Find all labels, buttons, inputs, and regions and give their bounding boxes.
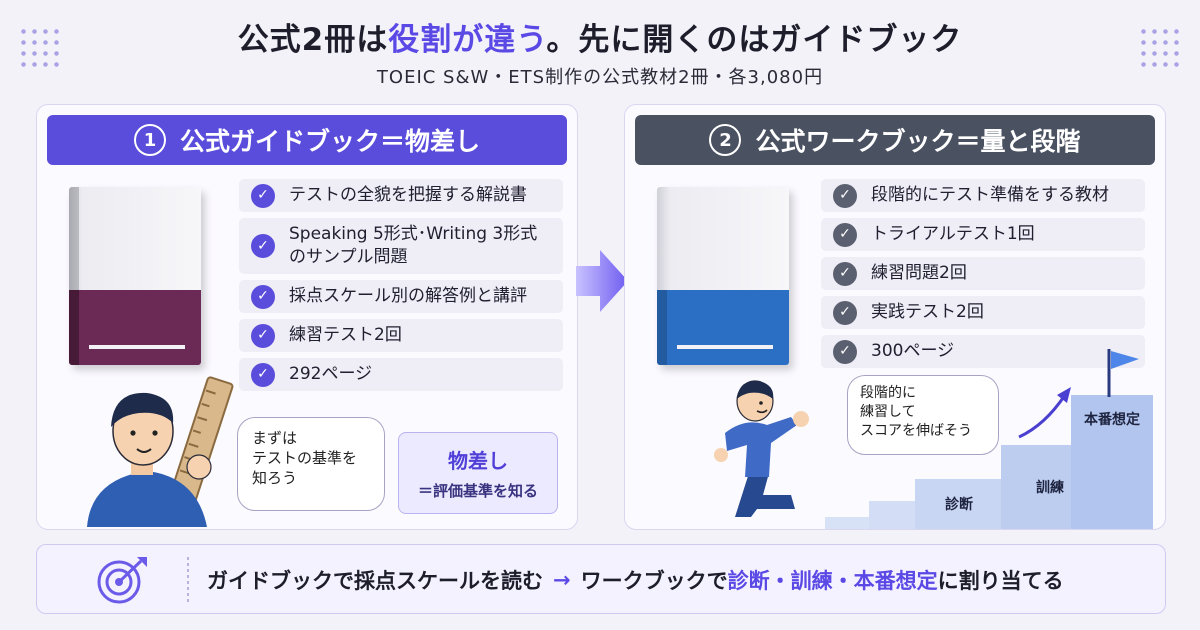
guidebook-heading: 1 公式ガイドブック＝物差し	[47, 115, 567, 165]
check-icon: ✓	[833, 261, 857, 286]
check-icon: ✓	[833, 339, 857, 364]
workbook-heading: 2 公式ワークブック＝量と段階	[635, 115, 1155, 165]
check-icon: ✓	[251, 323, 275, 348]
step-actual-test: 本番想定	[1071, 395, 1153, 529]
check-icon: ✓	[833, 300, 857, 325]
guidebook-feature-list: ✓テストの全貌を把握する解説書 ✓Speaking 5形式･Writing 3形…	[239, 179, 563, 397]
check-icon: ✓	[833, 183, 857, 208]
summary-text: ガイドブックで採点スケールを読む → ワークブックで 診断・訓練・本番想定 に割…	[207, 568, 1064, 593]
number-badge: 2	[709, 124, 742, 156]
workbook-feature-list: ✓段階的にテスト準備をする教材 ✓トライアルテスト1回 ✓練習問題2回 ✓実践テ…	[821, 179, 1145, 374]
page-title: 公式2冊は役割が違う。先に開くのはガイドブック	[237, 22, 963, 58]
decor-dots-left	[18, 26, 62, 70]
list-item: ✓トライアルテスト1回	[821, 218, 1145, 251]
check-icon: ✓	[251, 362, 275, 387]
yardstick-callout: 物差し ＝評価基準を知る	[398, 432, 558, 514]
workbook-book-icon	[657, 187, 789, 365]
step-diagnosis: 診断	[915, 479, 1003, 529]
list-item: ✓300ページ	[821, 335, 1145, 368]
running-person-icon	[714, 380, 809, 517]
arrow-right-icon	[576, 250, 628, 312]
speech-bubble: まずは テストの基準を 知ろう	[237, 417, 385, 511]
list-item: ✓実践テスト2回	[821, 296, 1145, 329]
decor-dots-right	[1138, 26, 1182, 70]
number-badge: 1	[133, 124, 166, 156]
list-item: ✓練習問題2回	[821, 257, 1145, 290]
page-subtitle: TOEIC S&W・ETS制作の公式教材2冊・各3,080円	[376, 67, 824, 88]
workbook-card: 2 公式ワークブック＝量と段階 ✓段階的にテスト準備をする教材 ✓トライアルテス…	[624, 104, 1166, 530]
divider	[187, 557, 189, 603]
list-item: ✓テストの全貌を把握する解説書	[239, 179, 563, 212]
list-item: ✓採点スケール別の解答例と講評	[239, 280, 563, 313]
speech-bubble: 段階的に 練習して スコアを伸ばそう	[847, 375, 999, 455]
growth-arrow-icon	[1018, 387, 1071, 439]
check-icon: ✓	[251, 284, 275, 309]
check-icon: ✓	[251, 234, 275, 258]
summary-bar: ガイドブックで採点スケールを読む → ワークブックで 診断・訓練・本番想定 に割…	[36, 544, 1166, 614]
flag-icon	[1107, 349, 1139, 397]
list-item: ✓Speaking 5形式･Writing 3形式のサンプル問題	[239, 218, 563, 274]
person-with-ruler-icon	[87, 376, 234, 527]
guidebook-book-icon	[69, 187, 201, 365]
list-item: ✓292ページ	[239, 358, 563, 391]
check-icon: ✓	[251, 183, 275, 208]
target-icon	[97, 557, 147, 604]
list-item: ✓段階的にテスト準備をする教材	[821, 179, 1145, 212]
list-item: ✓練習テスト2回	[239, 319, 563, 352]
check-icon: ✓	[833, 222, 857, 247]
